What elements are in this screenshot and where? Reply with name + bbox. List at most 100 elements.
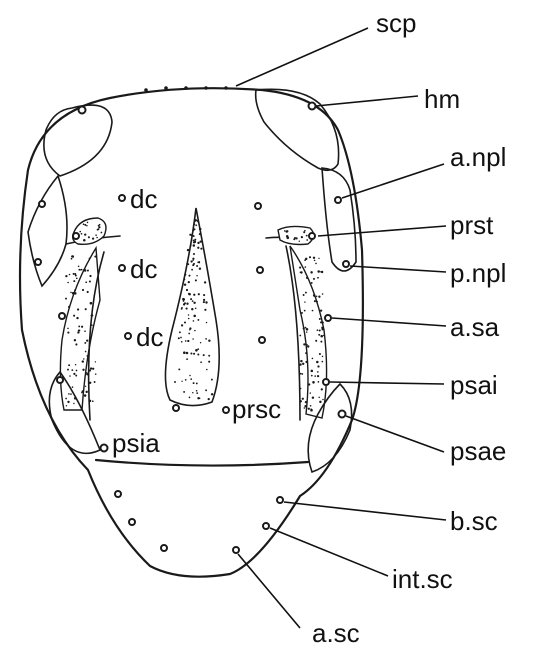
stipple-dot xyxy=(94,381,96,383)
label-p-npl: p.npl xyxy=(450,258,506,288)
stipple-dot xyxy=(192,229,194,231)
stipple-dot xyxy=(315,263,317,265)
bristle-bsc-left xyxy=(115,491,121,497)
stipple-dot xyxy=(72,386,74,388)
stipple-dot xyxy=(179,331,181,333)
stipple-dot xyxy=(82,369,84,371)
bristle-dc-right-3 xyxy=(259,337,265,343)
stipple-dot xyxy=(194,239,196,241)
stipple-dot xyxy=(317,329,319,331)
stipple-dot xyxy=(195,349,198,352)
stipple-dot xyxy=(189,375,191,377)
stipple-dot xyxy=(303,343,305,345)
stipple-dot xyxy=(304,230,306,232)
stipple-dot xyxy=(86,225,87,226)
stipple-dot xyxy=(200,361,202,363)
stipple-dot xyxy=(79,231,81,233)
stipple-dot xyxy=(90,367,92,369)
bristle-hm-left xyxy=(79,107,86,114)
stipple-dot xyxy=(73,280,75,282)
stipple-dot xyxy=(208,398,210,400)
stipple-dot xyxy=(205,338,207,340)
stipple-dot xyxy=(68,364,70,366)
stipple-dot xyxy=(318,381,320,383)
label-hm: hm xyxy=(424,84,460,114)
stipple-dot xyxy=(74,289,76,291)
stipple-dot xyxy=(84,342,86,344)
bristle-psai-right xyxy=(323,379,329,385)
stipple-dot xyxy=(309,256,311,258)
stipple-dot xyxy=(84,224,86,226)
stipple-dot xyxy=(187,340,189,342)
bristle-psae-right xyxy=(339,411,346,418)
stipple-dot xyxy=(196,220,198,222)
stipple-dot xyxy=(65,398,67,400)
stipple-dot xyxy=(73,373,75,375)
stipple-dot xyxy=(300,388,301,389)
stipple-dot xyxy=(322,322,324,324)
stipple-dot xyxy=(195,279,197,281)
stipple-dot xyxy=(306,239,308,241)
stipple-dot xyxy=(203,354,205,356)
stipple-dot xyxy=(65,298,67,300)
stipple-dot xyxy=(181,324,183,326)
stipple-dot xyxy=(68,306,70,308)
stipple-dot xyxy=(316,296,318,298)
stipple-dot xyxy=(321,271,323,273)
stipple-dot xyxy=(197,242,199,244)
bristle-prsc-left xyxy=(173,405,179,411)
stipple-dot xyxy=(78,269,80,271)
stipple-dot xyxy=(186,352,189,355)
stipple-dot xyxy=(299,335,301,337)
stipple-dot xyxy=(303,294,305,296)
bristle-asc-left xyxy=(161,545,167,551)
stipple-dot xyxy=(193,253,195,255)
stipple-dot xyxy=(322,399,324,401)
stipple-dot xyxy=(319,401,321,403)
stipple-dot xyxy=(320,309,322,311)
stipple-dot xyxy=(88,360,90,362)
stipple-dot xyxy=(71,258,73,260)
stipple-dot xyxy=(305,327,307,329)
supra-alar-strip-left xyxy=(60,248,100,410)
bristle-anpl-right xyxy=(335,197,341,203)
stipple-dot xyxy=(301,236,303,238)
stipple-dot xyxy=(95,234,97,236)
stipple-dot xyxy=(84,269,87,272)
stipple-dot xyxy=(321,388,323,390)
stipple-dot xyxy=(305,258,307,260)
stipple-dot xyxy=(193,241,195,243)
stipple-dot xyxy=(317,371,319,373)
stipple-dot xyxy=(299,241,300,242)
scutoscutellar-suture xyxy=(96,460,308,466)
label-dc-3: dc xyxy=(136,322,163,352)
stipple-dot xyxy=(302,398,304,400)
stipple-dot xyxy=(306,277,308,279)
stipple-dot xyxy=(317,270,320,273)
label-a-sc: a.sc xyxy=(312,618,360,648)
notopleuron-right xyxy=(322,168,356,271)
stipple-dot xyxy=(188,281,190,283)
stipple-dot xyxy=(307,345,309,347)
stipple-dot xyxy=(200,233,202,235)
stipple-dot xyxy=(192,338,194,340)
stipple-dot xyxy=(75,343,77,345)
stipple-dot xyxy=(89,280,91,282)
bristle-dc-2 xyxy=(119,265,125,271)
stipple-dot xyxy=(313,278,315,280)
stipple-dot xyxy=(196,265,198,267)
bristle-psai-left xyxy=(57,377,63,383)
stipple-dot xyxy=(68,393,70,395)
stipple-dot xyxy=(89,382,91,384)
stipple-dot xyxy=(203,299,205,301)
stipple-dot xyxy=(180,337,182,339)
bristle-prsc-right xyxy=(223,407,229,413)
stipple-dot xyxy=(196,390,198,392)
stipple-dot xyxy=(314,300,316,302)
stipple-dot xyxy=(81,233,83,235)
stipple-dot xyxy=(185,340,187,342)
stipple-dot xyxy=(183,351,186,354)
stipple-dot xyxy=(323,335,324,336)
